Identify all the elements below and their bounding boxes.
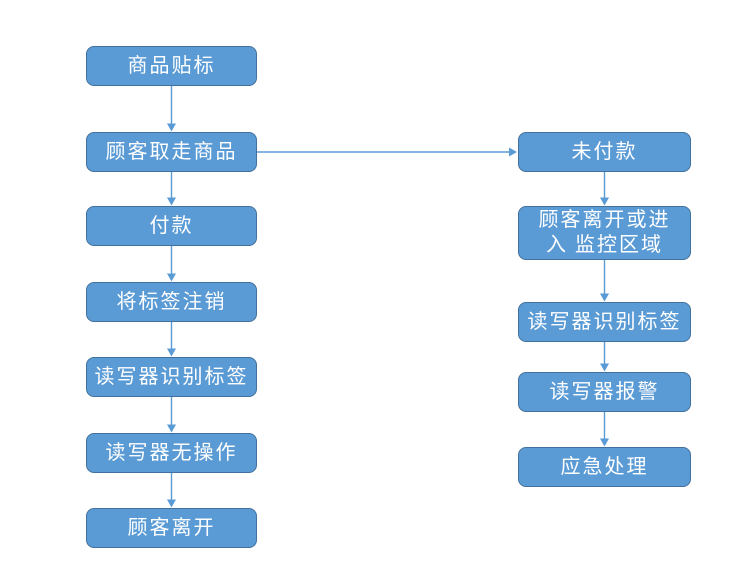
arrow-left-4-down [167, 322, 176, 357]
arrow-cross-right [257, 147, 517, 157]
arrow-right-4-down [600, 412, 609, 447]
arrow-right-1-down [600, 172, 609, 206]
arrow-right-2-down [600, 260, 609, 302]
arrow-left-2-down [167, 172, 176, 206]
flow-node-reader-identifies-tag-right: 读写器识别标签 [518, 302, 691, 342]
flow-node-emergency-handling: 应急处理 [518, 447, 691, 487]
flow-node-customer-leaves: 顾客离开 [86, 508, 257, 548]
flow-node-reader-identifies-tag-left: 读写器识别标签 [86, 357, 257, 397]
flow-node-payment: 付款 [86, 206, 257, 246]
arrow-right-3-down [600, 342, 609, 372]
arrow-left-5-down [167, 397, 176, 433]
flow-node-product-labeling: 商品贴标 [86, 46, 257, 86]
arrow-left-3-down [167, 246, 176, 282]
flow-node-customer-takes-item: 顾客取走商品 [86, 132, 257, 172]
flow-node-reader-no-action: 读写器无操作 [86, 433, 257, 473]
flow-node-customer-enters-monitored-area: 顾客离开或进入 监控区域 [518, 206, 691, 260]
arrow-left-1-down [167, 86, 176, 132]
flow-node-unpaid: 未付款 [518, 132, 691, 172]
arrow-left-6-down [167, 473, 176, 508]
flow-node-reader-alarm: 读写器报警 [518, 372, 691, 412]
flow-node-deactivate-tag: 将标签注销 [86, 282, 257, 322]
